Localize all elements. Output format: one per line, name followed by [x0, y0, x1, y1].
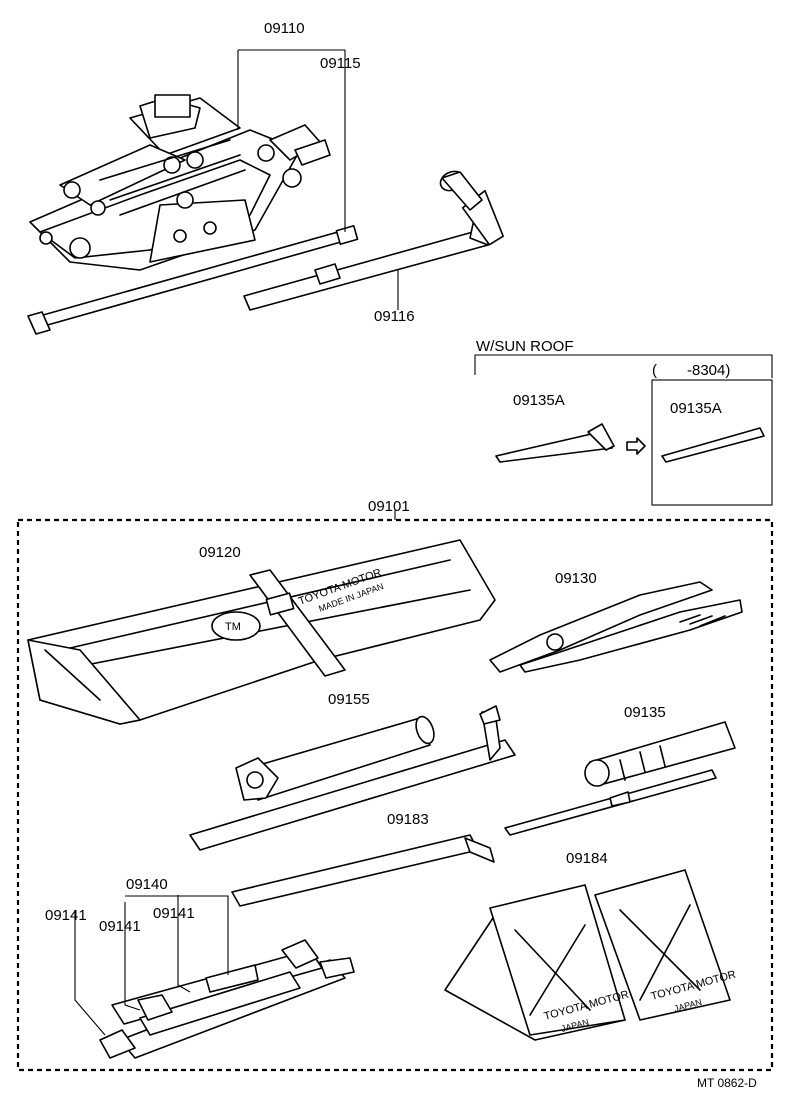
- label-tool-kit-set: 09101: [368, 498, 410, 515]
- jack-handle-drawing: [27, 224, 359, 335]
- sunroof-bracket: [474, 354, 773, 378]
- wrench-set-drawing: [99, 939, 355, 1059]
- label-screwdriver: 09135: [624, 704, 666, 721]
- label-bar: 09183: [387, 811, 429, 828]
- tool-kit-frame: [16, 518, 774, 1072]
- label-sunroof-wrench-left: 09135A: [513, 392, 565, 409]
- label-wrench-set: 09140: [126, 876, 168, 893]
- sunroof-wrench-short-drawing: [661, 427, 765, 463]
- label-wrench-b: 09141: [99, 918, 141, 935]
- jack-drawing: [29, 94, 331, 271]
- bar-drawing: [231, 834, 495, 907]
- pliers-drawing: [489, 581, 743, 673]
- label-tool-bag: 09120: [199, 544, 241, 561]
- label-sunroof-wrench-right: 09135A: [670, 400, 722, 417]
- label-sunroof-range: ( -8304): [652, 362, 731, 379]
- tool-bag-drawing: TM TOYOTA MOTOR MADE IN JAPAN: [27, 539, 496, 725]
- spark-plug-wrench-drawing: [189, 705, 516, 851]
- sunroof-detail-box: [651, 379, 773, 506]
- label-wrench-a: 09141: [45, 907, 87, 924]
- label-spark-plug-wrench: 09155: [328, 691, 370, 708]
- wheel-chock-drawing: TOYOTA MOTOR JAPAN TOYOTA MOTOR JAPAN: [444, 869, 737, 1041]
- label-sunroof-title: W/SUN ROOF: [476, 338, 574, 355]
- wrench-leaders: [74, 895, 229, 1036]
- arrow-icon: [626, 437, 646, 455]
- label-jack-assembly: 09110: [264, 20, 305, 37]
- label-wrench-c: 09141: [153, 905, 195, 922]
- label-jack-handle: 09115: [320, 55, 361, 72]
- label-wheel-chock: 09184: [566, 850, 608, 867]
- jack-leader-bracket: [237, 49, 346, 232]
- wheel-nut-wrench-drawing: [243, 170, 504, 311]
- label-wheel-nut-wrench: 09116: [374, 308, 415, 325]
- sunroof-wrench-drawing: [495, 423, 615, 463]
- screwdriver-drawing: [504, 721, 736, 836]
- label-pliers: 09130: [555, 570, 597, 587]
- bag-logo: TM: [225, 621, 241, 633]
- drawing-code: MT 0862-D: [697, 1076, 757, 1090]
